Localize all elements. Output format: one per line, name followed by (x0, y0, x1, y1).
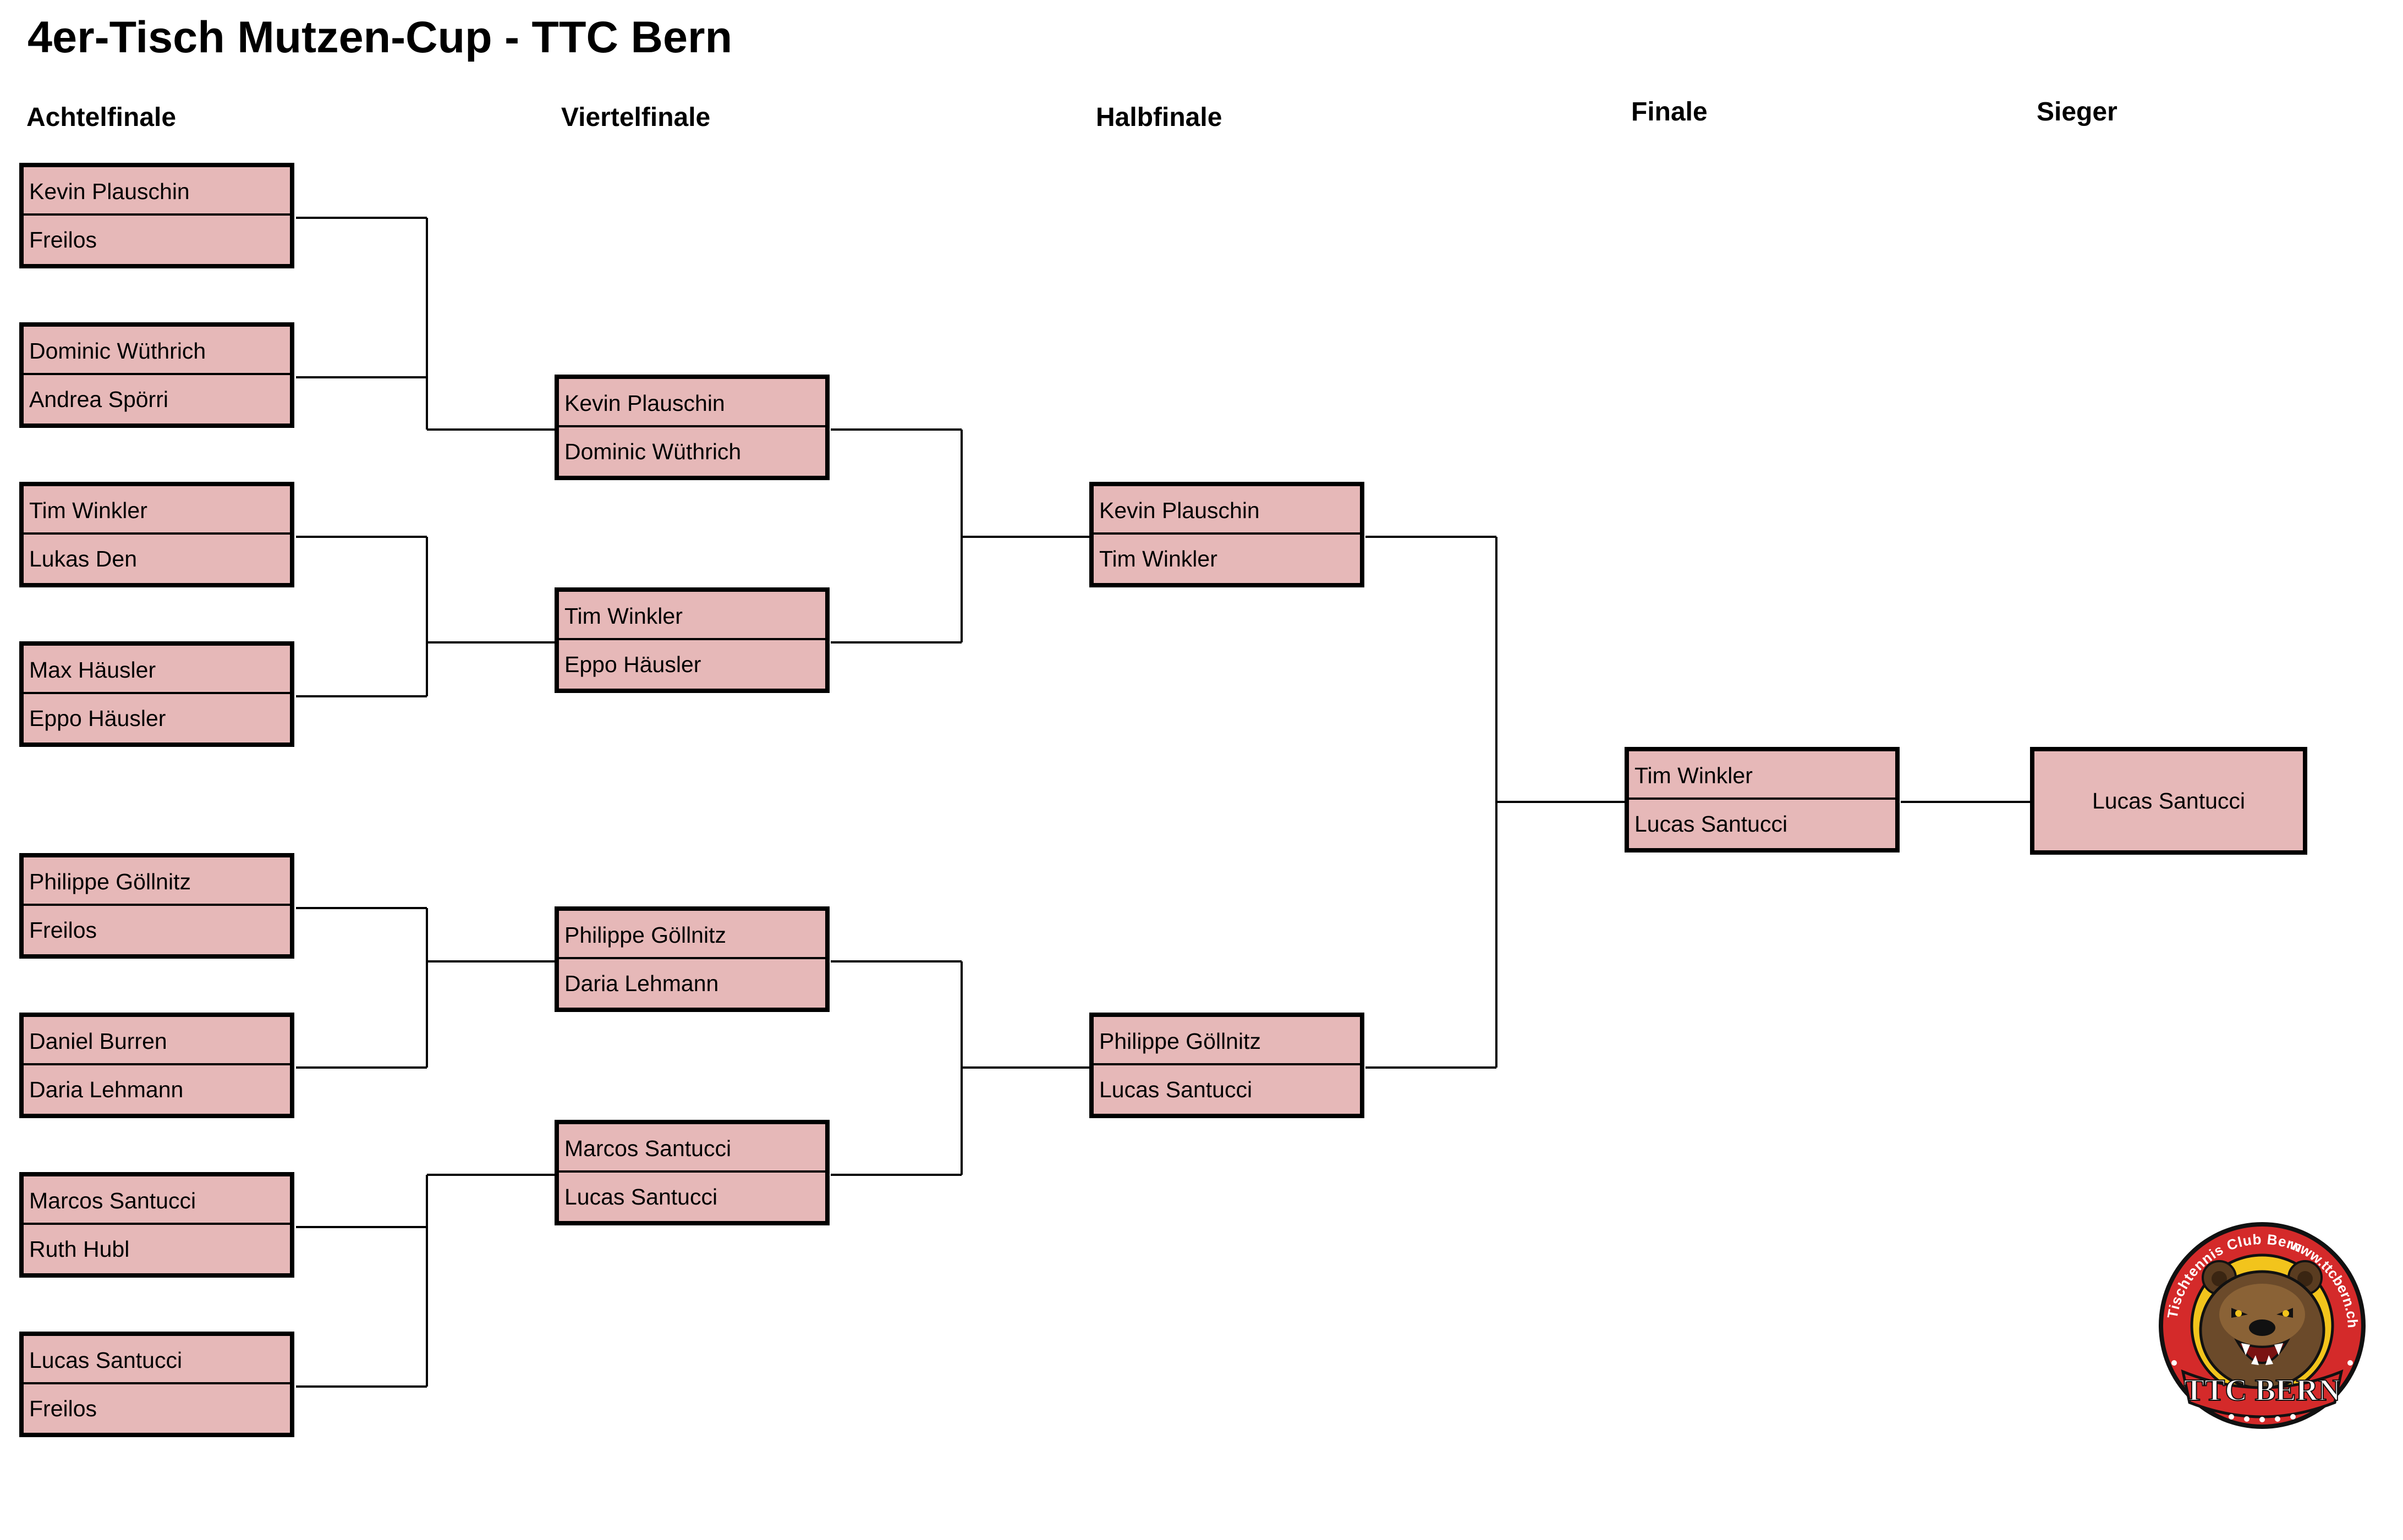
match-r16-1: Kevin Plauschin Freilos (19, 163, 294, 268)
match-r16-4: Max Häusler Eppo Häusler (19, 641, 294, 747)
player-slot: Kevin Plauschin (1094, 486, 1360, 535)
match-r16-2: Dominic Wüthrich Andrea Spörri (19, 322, 294, 428)
player-slot: Max Häusler (24, 646, 290, 694)
player-slot: Kevin Plauschin (24, 167, 290, 216)
player-slot: Freilos (29, 1396, 97, 1421)
match-r16-7: Marcos Santucci Ruth Hubl (19, 1172, 294, 1278)
page-title: 4er-Tisch Mutzen-Cup - TTC Bern (28, 13, 733, 62)
player-slot: Tim Winkler (24, 486, 290, 535)
player-slot: Marcos Santucci (24, 1176, 290, 1225)
match-final: Tim Winkler Lucas Santucci (1625, 747, 1900, 853)
player-slot: Tim Winkler (1629, 751, 1895, 800)
player-slot: Freilos (29, 227, 97, 252)
match-sf-2: Philippe Göllnitz Lucas Santucci (1089, 1013, 1364, 1118)
player-slot: Ruth Hubl (29, 1236, 130, 1262)
match-sf-1: Kevin Plauschin Tim Winkler (1089, 482, 1364, 587)
round-header-qf: Viertelfinale (561, 103, 711, 132)
player-slot: Philippe Göllnitz (24, 857, 290, 906)
match-r16-8: Lucas Santucci Freilos (19, 1332, 294, 1437)
player-slot: Daria Lehmann (564, 971, 719, 996)
round-header-final: Finale (1631, 97, 1708, 127)
match-r16-6: Daniel Burren Daria Lehmann (19, 1013, 294, 1118)
player-slot: Lucas Santucci (564, 1184, 718, 1209)
player-slot: Eppo Häusler (29, 706, 166, 731)
player-slot: Dominic Wüthrich (564, 439, 742, 464)
match-r16-5: Philippe Göllnitz Freilos (19, 853, 294, 959)
winner-box: Lucas Santucci (2030, 747, 2307, 855)
player-slot: Lucas Santucci (24, 1336, 290, 1384)
match-qf-3: Philippe Göllnitz Daria Lehmann (555, 906, 830, 1012)
player-slot: Kevin Plauschin (559, 379, 825, 427)
player-slot: Philippe Göllnitz (559, 911, 825, 959)
round-header-r16: Achtelfinale (26, 103, 177, 132)
match-qf-2: Tim Winkler Eppo Häusler (555, 587, 830, 693)
round-header-winner: Sieger (2037, 97, 2117, 127)
player-slot: Daria Lehmann (29, 1077, 184, 1102)
logo-stars (2171, 1360, 2353, 1422)
player-slot: Tim Winkler (559, 592, 825, 640)
player-slot: Lucas Santucci (1634, 811, 1788, 837)
player-slot: Andrea Spörri (29, 387, 168, 412)
round-header-sf: Halbfinale (1096, 103, 1222, 132)
player-slot: Dominic Wüthrich (24, 327, 290, 375)
match-qf-4: Marcos Santucci Lucas Santucci (555, 1120, 830, 1225)
match-qf-1: Kevin Plauschin Dominic Wüthrich (555, 375, 830, 480)
player-slot: Lukas Den (29, 546, 138, 571)
match-r16-3: Tim Winkler Lukas Den (19, 482, 294, 587)
player-slot: Daniel Burren (24, 1017, 290, 1065)
player-slot: Freilos (29, 917, 97, 943)
player-slot: Philippe Göllnitz (1094, 1017, 1360, 1065)
player-slot: Lucas Santucci (1099, 1077, 1253, 1102)
ttc-bern-logo: Tischtennis Club Bern www.ttcbern.ch TTC… (2159, 1222, 2366, 1429)
logo-banner-text: TTC BERN (2184, 1373, 2341, 1407)
bear-head-icon (2199, 1260, 2325, 1390)
player-slot: Eppo Häusler (564, 652, 701, 677)
player-slot: Marcos Santucci (559, 1124, 825, 1173)
player-slot: Tim Winkler (1099, 546, 1217, 571)
